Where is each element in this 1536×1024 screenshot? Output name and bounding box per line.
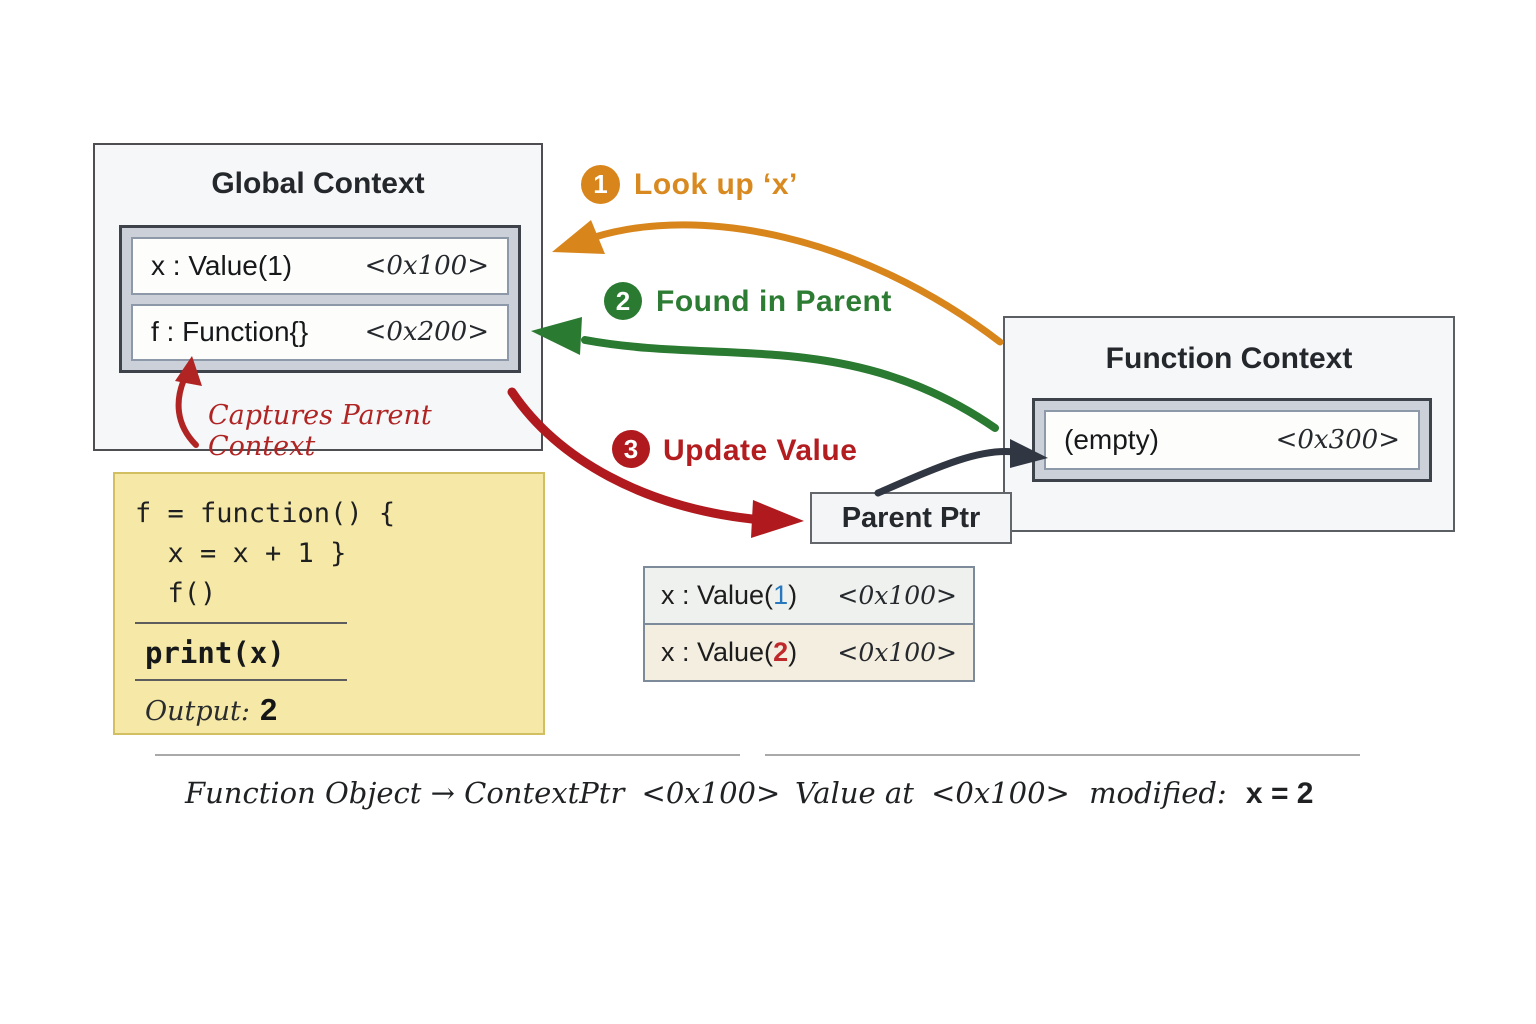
footnote-right-lead: Value at [795, 776, 914, 810]
footnote-left: Function Object → ContextPtr <0x100> [185, 776, 780, 810]
footnote-right-result: x = 2 [1245, 777, 1314, 810]
code-line-3: f() [135, 578, 217, 609]
slot-empty-address: <0x300> [1275, 425, 1400, 455]
parent-ptr-label: Parent Ptr [841, 501, 981, 534]
step-1-number: 1 [593, 169, 608, 199]
output-line: Output: 2 [145, 692, 277, 728]
print-line: print(x) [145, 636, 285, 670]
function-context-title: Function Context [1105, 342, 1353, 375]
value-before-number: 1 [773, 580, 789, 610]
slot-empty-label: (empty) [1064, 424, 1159, 455]
slot-row-empty: (empty) <0x300> [1044, 410, 1420, 470]
function-context-slots: (empty) <0x300> [1032, 398, 1432, 482]
code-line-2: x = x + 1 } [135, 538, 347, 569]
output-value: 2 [260, 692, 278, 727]
captures-parent-context-note: Captures Parent Context [208, 400, 432, 462]
step-2-number: 2 [615, 285, 631, 316]
code-line-1: f = function() { [135, 498, 396, 529]
step-3-badge: 3 [612, 430, 650, 468]
slot-row-f: f : Function{} <0x200> [131, 303, 509, 361]
value-history-table: x : Value(1) <0x100> x : Value(2) <0x100… [643, 566, 975, 682]
slot-f-address: <0x200> [364, 317, 489, 348]
value-after-post: ) [788, 637, 798, 667]
slot-f-label: f : Function{} [151, 316, 309, 348]
slot-x-address: <0x100> [364, 250, 489, 281]
footnote-left-text: Function Object → ContextPtr [185, 776, 625, 810]
footnote-rule-right [765, 754, 1360, 756]
value-after-pre: x : Value( [661, 637, 774, 667]
code-divider-1 [135, 622, 347, 624]
slot-x-label: x : Value(1) [151, 249, 293, 281]
footnote-right: Value at <0x100> modified: x = 2 [795, 776, 1313, 811]
parent-ptr-box: Parent Ptr [810, 492, 1012, 544]
slot-row-x: x : Value(1) <0x100> [131, 237, 509, 295]
value-row-after: x : Value(2) <0x100> [645, 623, 973, 680]
code-box: f = function() { x = x + 1 } f() print(x… [113, 472, 545, 735]
found-in-parent-arrow [531, 317, 999, 432]
code-divider-2 [135, 679, 347, 681]
value-after-number: 2 [773, 637, 789, 667]
step-2-badge: 2 [604, 282, 642, 320]
value-after-address: <0x100> [837, 638, 957, 667]
value-row-before: x : Value(1) <0x100> [645, 568, 973, 623]
function-context-box: Function Context (empty) <0x300> [1003, 316, 1455, 532]
footnote-rule-left [155, 754, 740, 756]
step-1-label: Look up ‘x’ [634, 168, 798, 201]
global-context-box: Global Context x : Value(1) <0x100> f : … [93, 143, 543, 462]
value-before-post: ) [788, 580, 798, 610]
global-context-title: Global Context [211, 167, 425, 200]
value-before-pre: x : Value( [661, 580, 774, 610]
step-2-label: Found in Parent [656, 285, 892, 318]
footnote-right-address: <0x100> [931, 776, 1070, 810]
lookup-x-arrow [552, 220, 1004, 346]
value-before-address: <0x100> [837, 581, 957, 610]
footnote-left-address: <0x100> [641, 776, 781, 810]
step-3-number: 3 [623, 433, 639, 464]
step-3-label: Update Value [663, 434, 858, 467]
output-label: Output: [145, 696, 250, 727]
footnote-right-mid: modified: [1089, 776, 1227, 810]
step-1-badge: 1 [581, 165, 620, 204]
global-context-slots: x : Value(1) <0x100> f : Function{} <0x2… [119, 225, 521, 373]
